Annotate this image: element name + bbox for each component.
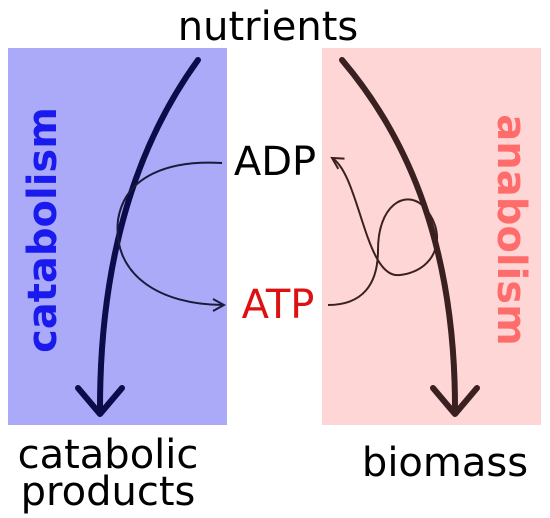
anabolism-arrowhead <box>430 385 480 417</box>
catabolism-label: catabolism <box>20 107 66 353</box>
nutrients-label: nutrients <box>178 4 358 50</box>
catabolism-arrowhead <box>75 385 125 417</box>
catabolic-products-label-line2: products <box>21 469 196 515</box>
biomass-label: biomass <box>362 440 528 486</box>
adp-label: ADP <box>234 139 316 185</box>
atp-to-adp-coupling-arrow <box>327 158 438 306</box>
catabolic-products-label-line1: catabolic <box>18 432 199 478</box>
adp-to-atp-coupling-arrow <box>116 161 224 305</box>
anabolism-label: anabolism <box>488 114 534 345</box>
atp-label: ATP <box>242 282 315 328</box>
anabolism-main-arrow <box>339 57 458 411</box>
catabolism-main-arrow <box>97 57 201 411</box>
